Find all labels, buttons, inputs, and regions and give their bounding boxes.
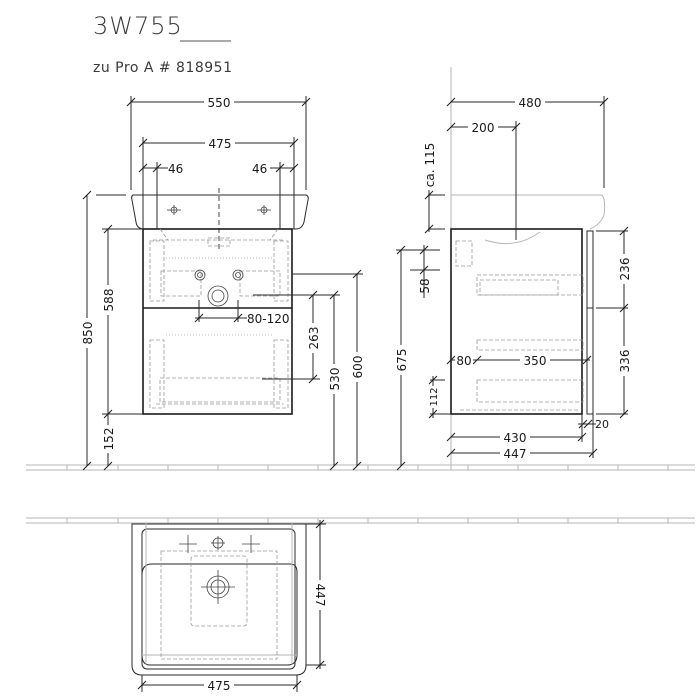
- dim-width-550: 550: [208, 96, 231, 110]
- tap-mark-right-icon: [242, 535, 260, 553]
- basin-bowl: [141, 563, 298, 666]
- basin-outline-top: [131, 523, 307, 676]
- dim-height-675: 675: [395, 349, 409, 372]
- reference-label: zu Pro A # 818951: [93, 60, 232, 76]
- dim-floor-clearance-152: 152: [102, 428, 116, 451]
- dim-58: 58: [418, 278, 432, 293]
- basin-front: [131, 194, 309, 230]
- drain-icon: [194, 269, 244, 307]
- model-number: 3W755: [93, 12, 183, 40]
- dim-depth-447: 447: [504, 447, 527, 461]
- dim-total-height-850: 850: [81, 322, 95, 345]
- cabinet-side: [450, 228, 583, 415]
- cabinet-front: [142, 228, 293, 415]
- dim-height-600: 600: [351, 356, 365, 379]
- tap-hole-left-icon: [167, 205, 181, 215]
- dim-height-530: 530: [328, 368, 342, 391]
- header: 3W755 zu Pro A # 818951: [93, 12, 232, 76]
- dim-tap-offset-right: 46: [252, 162, 267, 176]
- tap-hole-center-icon: [211, 536, 225, 550]
- front-panel-lower: [586, 307, 594, 415]
- dim-drain-range: 80-120: [247, 312, 290, 326]
- top-view: 447 475: [131, 519, 327, 693]
- dim-offset-80: 80: [456, 354, 471, 368]
- front-view: 550 475 46 46 850 588 152: [80, 94, 440, 471]
- dim-bottom-112: 112: [429, 387, 440, 406]
- dim-cabinet-height-588: 588: [102, 289, 116, 312]
- basin-side: [451, 194, 606, 230]
- dim-depth-200: 200: [472, 121, 495, 135]
- tap-hole-right-icon: [257, 205, 271, 215]
- front-panel-upper: [586, 230, 594, 309]
- floor-line-upper: [26, 464, 695, 471]
- dim-tap-offset-left: 46: [168, 162, 183, 176]
- drain-top-icon: [201, 570, 235, 604]
- dim-width-475: 475: [209, 137, 232, 151]
- dim-top-width-475: 475: [208, 679, 231, 693]
- dim-top-depth-447: 447: [313, 584, 327, 607]
- dim-depth-480: 480: [519, 96, 542, 110]
- dim-front-lower-336: 336: [618, 350, 632, 373]
- dim-span-350: 350: [524, 354, 547, 368]
- dim-overhang-115: ca. 115: [423, 143, 437, 187]
- side-view: 480 200 ca. 115 58 236 336: [410, 67, 632, 470]
- dim-drawer-263: 263: [307, 327, 321, 350]
- dim-front-thickness-20: 20: [595, 418, 609, 431]
- wall-line-top-view: [26, 517, 695, 524]
- dim-depth-430: 430: [504, 431, 527, 445]
- basin-rim: [141, 528, 296, 670]
- tap-mark-left-icon: [179, 535, 197, 553]
- dim-front-upper-236: 236: [618, 258, 632, 281]
